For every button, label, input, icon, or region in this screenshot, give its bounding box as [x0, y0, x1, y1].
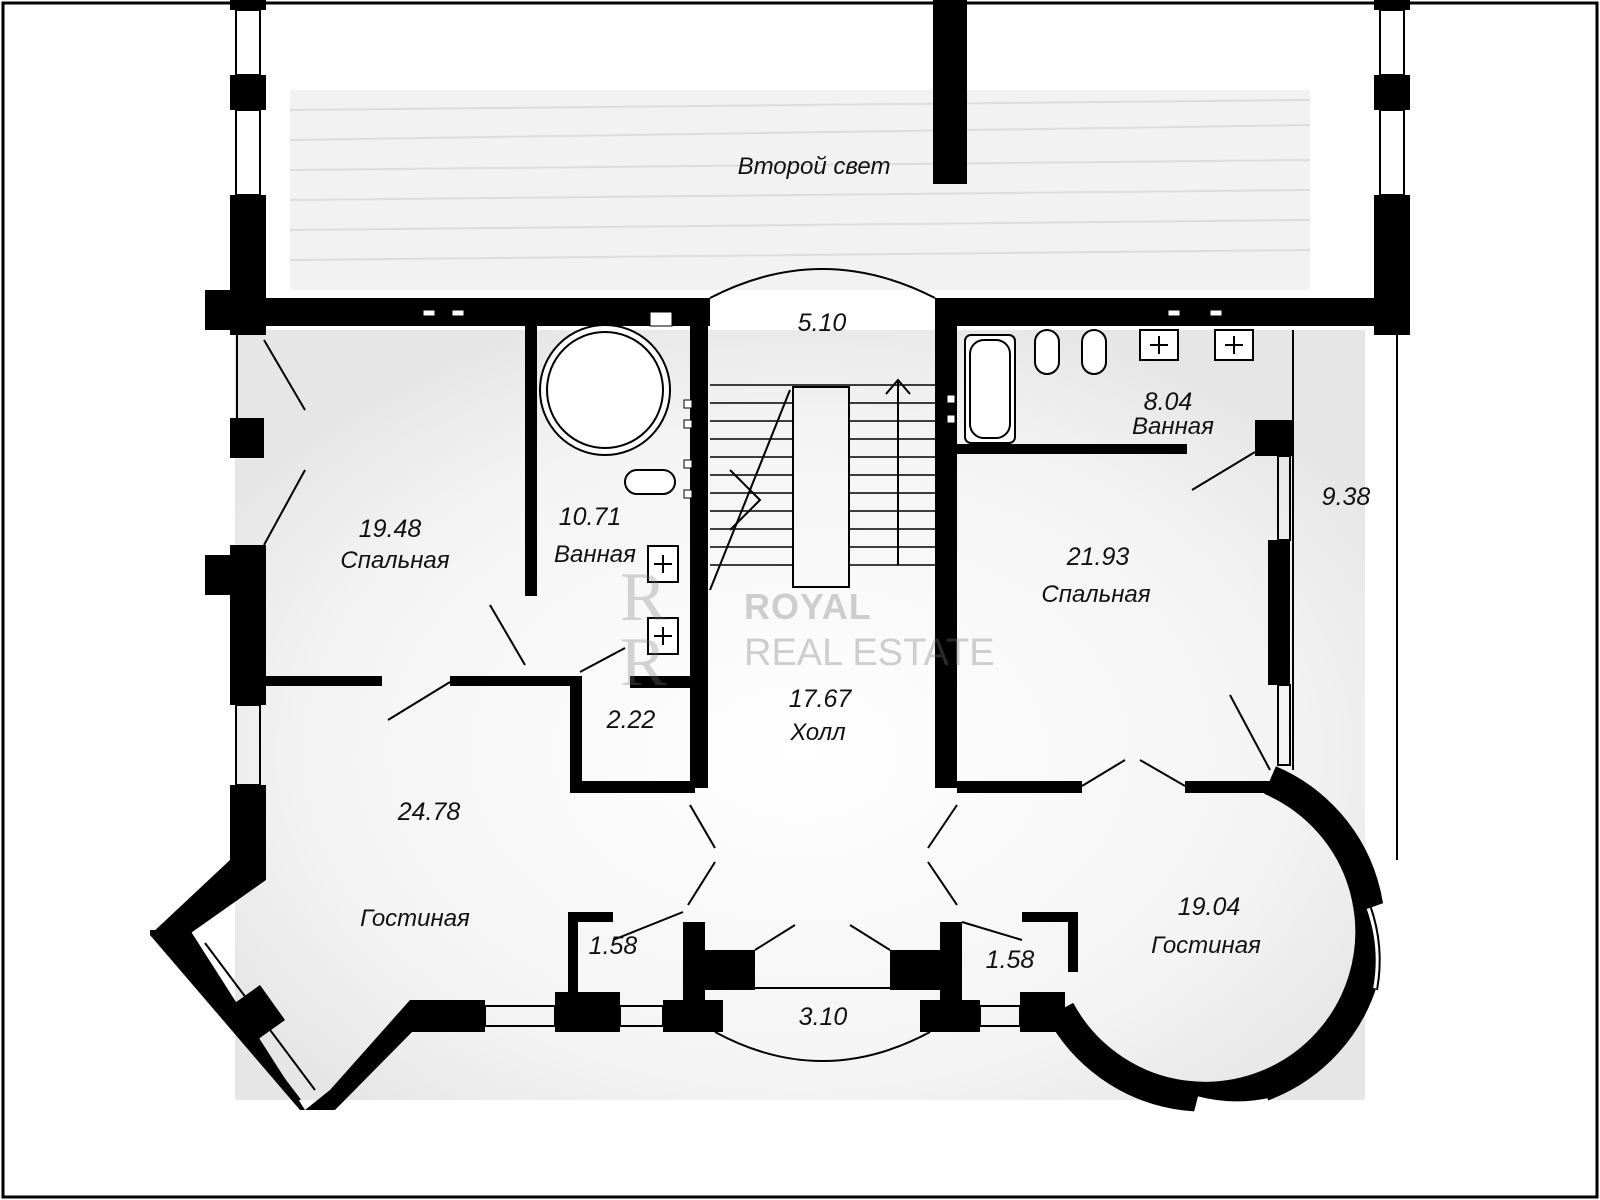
room-area-living-left: 24.78: [397, 798, 461, 826]
room-area-balcony-right: 9.38: [1321, 483, 1371, 511]
room-area-bath-left: 10.71: [558, 503, 622, 531]
room-area-closet-right: 1.58: [985, 946, 1035, 974]
walls: [205, 0, 1410, 1032]
toilet-right-1: [1034, 329, 1060, 375]
room-area-closet-left: 1.58: [588, 932, 638, 960]
room-area-bath-right: 8.04: [1143, 388, 1193, 416]
svg-text:R: R: [620, 560, 667, 636]
room-name-bath-right: Ванная: [1132, 413, 1214, 440]
second-light-area: [290, 90, 1310, 290]
rr-monogram-icon: R R: [620, 560, 667, 690]
watermark-line1: ROYAL: [744, 586, 872, 627]
room-name-living-left: Гостиная: [360, 905, 470, 932]
toilet-left: [624, 469, 676, 495]
room-name-second-light: Второй свет: [737, 153, 891, 180]
svg-text:R: R: [620, 624, 667, 690]
room-area-stair-top: 5.10: [797, 309, 847, 337]
second-light-hatch: [289, 99, 1311, 261]
windows: [189, 9, 1405, 1101]
room-name-living-right: Гостиная: [1151, 932, 1261, 959]
fixture-marks: [654, 336, 1243, 645]
fixtures: [539, 324, 1254, 655]
room-area-bedroom-right: 21.93: [1066, 543, 1130, 571]
left-bay-wall-2: [150, 930, 475, 1110]
door-swings: [263, 339, 1271, 951]
room-name-hall: Холл: [790, 719, 846, 746]
room-name-bedroom-right: Спальная: [1041, 581, 1151, 608]
bottom-wall-left: [475, 1000, 485, 1032]
room-area-bedroom-left: 19.48: [358, 515, 422, 543]
room-area-living-right: 19.04: [1177, 893, 1241, 921]
stair-top-arch: [709, 268, 936, 299]
room-area-hall: 17.67: [788, 685, 852, 713]
room-name-bath-left: Ванная: [554, 541, 636, 568]
room-area-closet: 2.22: [606, 706, 656, 734]
room-area-bay: 3.10: [798, 1003, 848, 1031]
round-tower: [1046, 766, 1400, 1126]
staircase: [709, 378, 935, 591]
watermark-line2: REAL ESTATE: [744, 632, 995, 674]
toilet-right-2: [1081, 329, 1107, 375]
watermark: ROYAL REAL ESTATE: [744, 584, 995, 676]
wall-marks: [422, 309, 1223, 499]
room-name-bedroom-left: Спальная: [340, 547, 450, 574]
floor-shade: [235, 330, 1365, 1100]
bay-bottom-arch: [714, 1031, 931, 1062]
